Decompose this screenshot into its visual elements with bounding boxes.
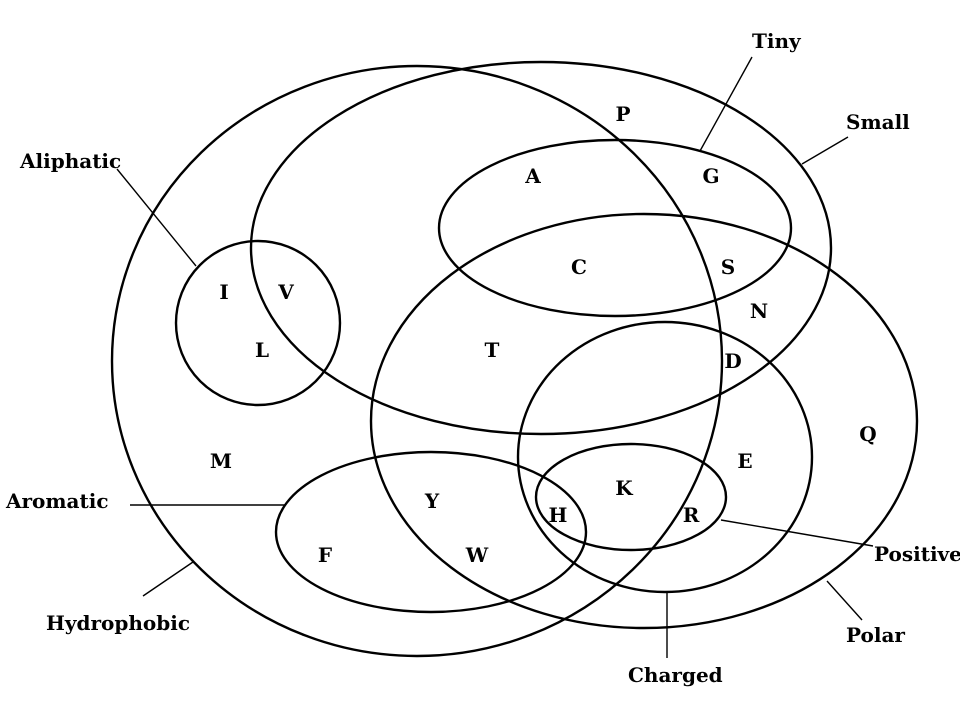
charged-ellipse bbox=[516, 320, 814, 594]
amino-acid-g: G bbox=[702, 164, 719, 188]
small-label: Small bbox=[846, 110, 910, 134]
polar-label: Polar bbox=[846, 623, 905, 647]
small-leader bbox=[801, 136, 849, 165]
positive-ellipse bbox=[534, 442, 728, 552]
amino-acid-v: V bbox=[277, 280, 294, 304]
polar-ellipse bbox=[369, 212, 919, 630]
amino-acid-l: L bbox=[255, 338, 269, 362]
tiny-ellipse bbox=[437, 138, 793, 318]
tiny-leader bbox=[699, 56, 753, 152]
aromatic-ellipse bbox=[274, 450, 588, 614]
polar-leader bbox=[826, 580, 863, 621]
amino-acid-i: I bbox=[219, 280, 228, 304]
amino-acid-e: E bbox=[737, 449, 752, 473]
amino-acid-k: K bbox=[615, 476, 633, 500]
tiny-label: Tiny bbox=[752, 29, 802, 53]
amino-acid-c: C bbox=[571, 255, 587, 279]
amino-acid-d: D bbox=[724, 349, 741, 373]
hydrophobic-label: Hydrophobic bbox=[46, 611, 190, 635]
amino-acid-n: N bbox=[750, 299, 768, 323]
amino-acid-y: Y bbox=[424, 489, 440, 513]
small-ellipse bbox=[249, 60, 833, 436]
amino-acid-p: P bbox=[615, 102, 630, 126]
amino-acid-h: H bbox=[549, 503, 568, 527]
hydrophobic-leader bbox=[142, 561, 194, 597]
aliphatic-label: Aliphatic bbox=[19, 149, 121, 173]
hydrophobic-ellipse bbox=[110, 64, 724, 658]
aromatic-label: Aromatic bbox=[5, 489, 109, 513]
amino-acid-w: W bbox=[465, 543, 489, 567]
amino-acid-t: T bbox=[485, 338, 500, 362]
aliphatic-circle bbox=[174, 239, 342, 407]
amino-acid-m: M bbox=[210, 449, 232, 473]
positive-leader bbox=[720, 519, 874, 547]
amino-acid-q: Q bbox=[859, 422, 876, 446]
charged-label: Charged bbox=[628, 663, 723, 687]
positive-label: Positive bbox=[874, 542, 960, 566]
amino-acid-s: S bbox=[721, 255, 735, 279]
amino-acid-r: R bbox=[683, 503, 700, 527]
amino-acid-f: F bbox=[318, 543, 332, 567]
aliphatic-leader bbox=[116, 168, 197, 267]
amino-acid-a: A bbox=[524, 164, 541, 188]
